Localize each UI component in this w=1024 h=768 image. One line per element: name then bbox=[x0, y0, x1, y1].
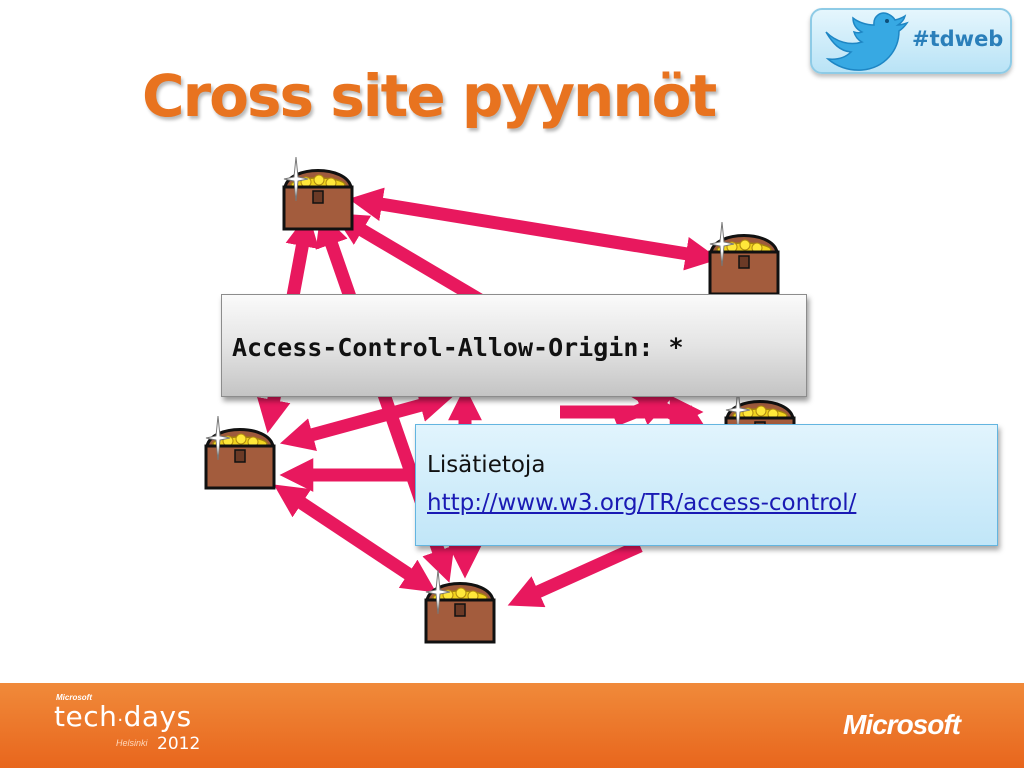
techdays-logo: tech·days bbox=[54, 700, 192, 733]
more-info-box: Lisätietoja http://www.w3.org/TR/access-… bbox=[415, 424, 998, 546]
footer-bar: Microsoft tech·days Helsinki 2012 Micros… bbox=[0, 683, 1024, 768]
hashtag-label: #tdweb bbox=[912, 27, 1004, 51]
event-city: Helsinki bbox=[116, 738, 148, 748]
cors-header-box: Access-Control-Allow-Origin: * bbox=[221, 294, 807, 397]
connection-arrow bbox=[612, 393, 673, 427]
treasure-chest-icon bbox=[282, 155, 354, 231]
treasure-chest-icon bbox=[708, 220, 780, 296]
microsoft-logo: Microsoft bbox=[843, 709, 961, 740]
connection-arrow bbox=[348, 187, 720, 271]
microsoft-small-logo: Microsoft bbox=[56, 693, 92, 702]
treasure-chest-icon bbox=[424, 568, 496, 644]
treasure-chest-icon bbox=[204, 414, 276, 490]
cors-header-code: Access-Control-Allow-Origin: * bbox=[232, 333, 684, 362]
more-info-label: Lisätietoja bbox=[427, 452, 546, 478]
event-year: 2012 bbox=[157, 734, 201, 754]
spec-link[interactable]: http://www.w3.org/TR/access-control/ bbox=[427, 490, 857, 516]
connection-arrow bbox=[273, 484, 437, 593]
twitter-badge: #tdweb bbox=[810, 8, 1012, 74]
connection-arrow bbox=[507, 540, 643, 608]
twitter-bird-icon bbox=[825, 12, 909, 71]
slide-title: Cross site pyynnöt bbox=[142, 62, 717, 130]
techdays-separator: · bbox=[117, 710, 124, 731]
techdays-part1: tech bbox=[54, 700, 118, 733]
techdays-part2: days bbox=[123, 700, 192, 733]
connection-arrow bbox=[279, 389, 454, 451]
